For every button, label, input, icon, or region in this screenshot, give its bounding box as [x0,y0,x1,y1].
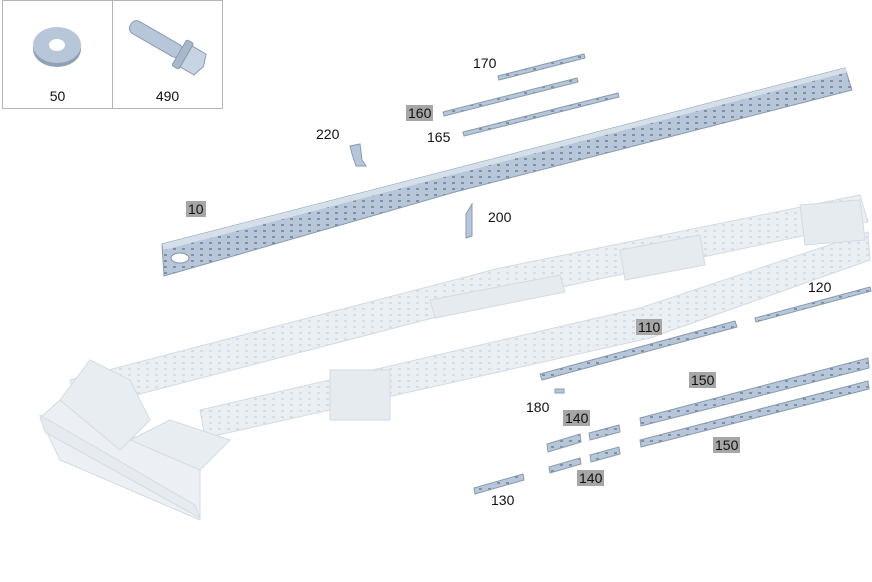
callout-140-lower[interactable]: 140 [577,470,605,486]
callout-200[interactable]: 200 [488,209,512,225]
inset-washer[interactable]: 50 [2,0,113,109]
part-110-strip[interactable] [539,320,738,381]
part-165-strip[interactable] [462,92,620,137]
callout-10[interactable]: 10 [186,201,206,217]
part-170-strip[interactable] [497,53,586,81]
part-150-lower[interactable] [639,380,870,448]
inset-bolt[interactable]: 490 [112,0,223,109]
callout-120[interactable]: 120 [808,279,832,295]
callout-180[interactable]: 180 [526,399,550,415]
callout-130[interactable]: 130 [491,492,515,508]
callout-110[interactable]: 110 [636,319,663,335]
part-180-pin[interactable] [554,388,565,394]
part-140-lower-b[interactable] [589,446,621,463]
part-200-bracket[interactable] [465,202,473,239]
inset-label-washer: 50 [49,88,66,104]
callout-165[interactable]: 165 [427,129,451,145]
callout-220[interactable]: 220 [316,126,340,142]
callout-150-lower[interactable]: 150 [713,437,741,453]
bolt-icon [128,20,207,76]
part-140-upper-b[interactable] [588,424,621,441]
part-140-lower-a[interactable] [548,457,582,474]
part-130-strip[interactable] [473,473,525,495]
callout-160[interactable]: 160 [406,105,434,121]
part-150-upper[interactable] [639,357,870,427]
callout-140-upper[interactable]: 140 [563,410,591,426]
part-160-strip[interactable] [442,77,579,117]
callout-170[interactable]: 170 [473,55,497,71]
callout-150-upper[interactable]: 150 [689,372,717,388]
part-220-bracket[interactable] [349,143,367,167]
washer-icon [33,27,81,67]
part-120-strip[interactable] [754,286,872,323]
inset-label-bolt: 490 [155,88,180,104]
part-140-upper-a[interactable] [546,433,582,453]
chassis-frame-ghost [39,194,871,521]
